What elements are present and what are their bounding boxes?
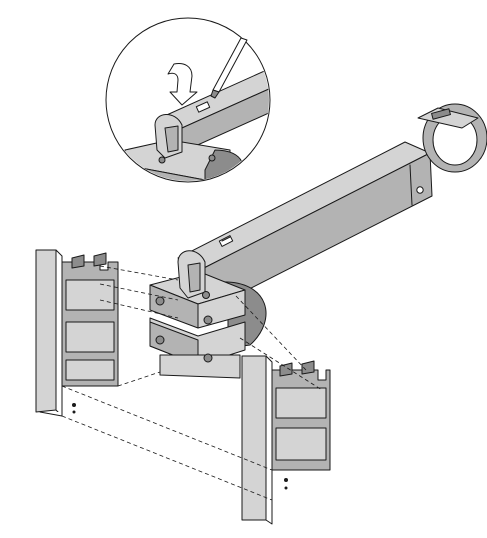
rotation-arrow-icon	[167, 63, 198, 106]
mounting-bracket	[149, 250, 267, 379]
ring-clamp	[417, 103, 487, 173]
alignment-guides	[61, 265, 323, 501]
screwdriver-icon	[210, 37, 248, 99]
right-trunking-profile	[241, 355, 331, 525]
left-trunking-profile	[35, 249, 119, 417]
detail-magnifier	[105, 17, 271, 183]
